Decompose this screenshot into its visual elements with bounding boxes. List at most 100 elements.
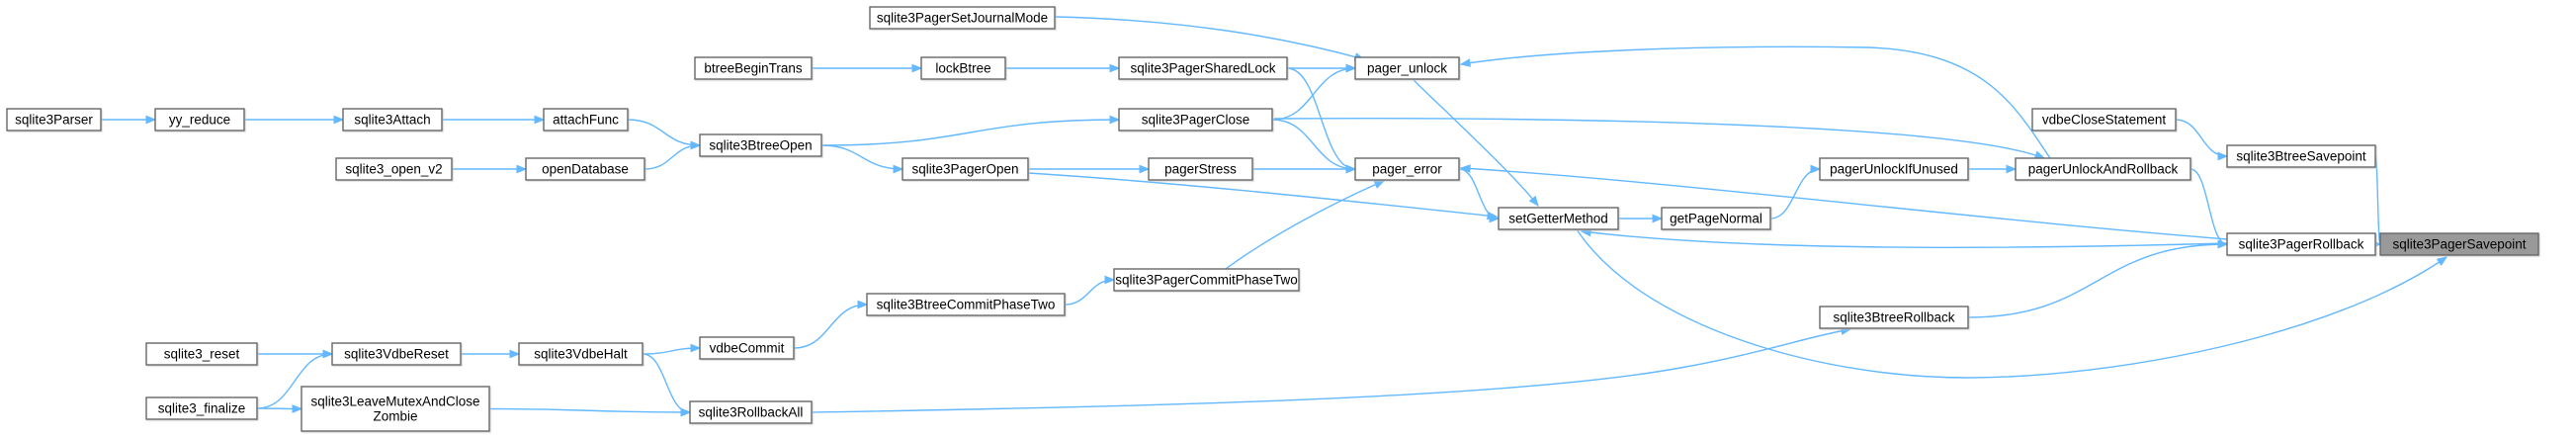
node-yy-reduce[interactable]: yy_reduce xyxy=(154,108,245,132)
node-sqlite3-btree-commit-phase-two[interactable]: sqlite3BtreeCommitPhaseTwo xyxy=(866,293,1066,316)
arrowhead-icon xyxy=(1345,63,1357,73)
node-label: sqlite3_open_v2 xyxy=(345,162,442,177)
arrowhead-icon xyxy=(2217,151,2229,161)
edge-sqlite3-pager-commit-phase-two-to-pager-error xyxy=(1225,180,1386,270)
node-pager-error[interactable]: pager_error xyxy=(1354,157,1460,181)
node-pager-unlock-and-rollback[interactable]: pagerUnlockAndRollback xyxy=(2015,157,2191,181)
node-label: sqlite3VdbeReset xyxy=(344,347,449,362)
node-label: sqlite3PagerOpen xyxy=(911,162,1018,177)
node-sqlite3-vdbe-reset[interactable]: sqlite3VdbeReset xyxy=(331,342,462,366)
node-sqlite3-pager-set-journal-mode[interactable]: sqlite3PagerSetJournalMode xyxy=(869,6,1056,30)
node-label: lockBtree xyxy=(935,61,990,76)
arrowhead-icon xyxy=(690,343,702,353)
node-label: attachFunc xyxy=(553,113,619,128)
edge-line xyxy=(256,353,333,409)
node-vdbe-commit[interactable]: vdbeCommit xyxy=(699,336,795,360)
node-box xyxy=(154,108,245,132)
node-label: sqlite3_finalize xyxy=(158,401,246,416)
arrowhead-icon xyxy=(1109,63,1121,73)
node-sqlite3-btree-open[interactable]: sqlite3BtreeOpen xyxy=(699,133,822,157)
edge-vdbe-close-statement-to-sqlite3-btree-savepoint xyxy=(2175,119,2229,161)
edge-sqlite3-pager-open-to-pager-stress xyxy=(1028,164,1151,174)
node-pager-stress[interactable]: pagerStress xyxy=(1148,157,1253,181)
node-pager-unlock[interactable]: pager_unlock xyxy=(1354,56,1460,80)
node-attach-func[interactable]: attachFunc xyxy=(543,108,629,132)
node-label: pagerStress xyxy=(1164,162,1237,177)
edge-sqlite3-pager-open-to-set-getter-method xyxy=(1027,172,1499,220)
edge-line xyxy=(1769,168,1821,220)
node-box xyxy=(1661,207,1771,230)
node-box xyxy=(1148,157,1253,181)
node-sqlite3-pager-commit-phase-two[interactable]: sqlite3PagerCommitPhaseTwo xyxy=(1113,268,1300,292)
node-sqlite3-finalize[interactable]: sqlite3_finalize xyxy=(145,396,258,420)
node-box xyxy=(1819,157,1969,181)
node-sqlite3-pager-shared-lock[interactable]: sqlite3PagerSharedLock xyxy=(1118,56,1288,80)
edge-line xyxy=(1271,67,1356,121)
arrowhead-icon xyxy=(911,63,923,73)
node-label: sqlite3Parser xyxy=(15,113,93,128)
node-set-getter-method[interactable]: setGetterMethod xyxy=(1498,207,1619,230)
arrowhead-icon xyxy=(1373,180,1386,189)
arrowhead-icon xyxy=(857,300,869,309)
node-box xyxy=(694,56,813,80)
edge-line xyxy=(793,304,868,349)
edge-open-database-to-sqlite3-btree-open xyxy=(644,140,702,170)
node-box xyxy=(699,336,795,360)
node-lock-btree[interactable]: lockBtree xyxy=(920,56,1006,80)
node-box xyxy=(699,133,822,157)
edge-pager-unlock-to-set-getter-method xyxy=(1413,79,1539,208)
edge-sqlite3-btree-open-to-sqlite3-pager-close xyxy=(820,115,1121,146)
edge-sqlite3-pager-rollback-to-pager-error xyxy=(1459,164,2228,240)
edge-yy-reduce-to-sqlite3-attach xyxy=(243,115,345,125)
arrowhead-icon xyxy=(292,404,303,413)
node-sqlite3-pager-rollback[interactable]: sqlite3PagerRollback xyxy=(2226,232,2376,256)
edge-sqlite3-btree-commit-phase-two-to-sqlite3-pager-commit-phase-two xyxy=(1064,275,1116,306)
node-sqlite3-attach[interactable]: sqlite3Attach xyxy=(342,108,443,132)
node-sqlite3-pager-open[interactable]: sqlite3PagerOpen xyxy=(902,157,1029,181)
node-sqlite3-vdbe-halt[interactable]: sqlite3VdbeHalt xyxy=(518,342,644,366)
edge-line xyxy=(1967,243,2228,318)
node-btree-begin-trans[interactable]: btreeBeginTrans xyxy=(694,56,813,80)
node-sqlite3-rollback-all[interactable]: sqlite3RollbackAll xyxy=(689,400,813,424)
node-label: sqlite3PagerSavepoint xyxy=(2392,237,2526,252)
edge-sqlite3-vdbe-halt-to-vdbe-commit xyxy=(642,343,702,355)
node-box xyxy=(543,108,629,132)
node-box xyxy=(2379,232,2539,256)
node-get-page-normal[interactable]: getPageNormal xyxy=(1661,207,1771,230)
edges-layer xyxy=(100,16,2448,417)
node-label: sqlite3BtreeRollback xyxy=(1833,310,1954,325)
node-label: sqlite3Attach xyxy=(354,113,430,128)
arrowhead-icon xyxy=(1652,214,1664,223)
node-label: sqlite3RollbackAll xyxy=(699,405,804,420)
node-sqlite3-btree-rollback[interactable]: sqlite3BtreeRollback xyxy=(1819,306,1969,329)
node-box xyxy=(2031,108,2177,132)
edge-sqlite3-pager-set-journal-mode-to-pager-unlock xyxy=(1054,16,1366,61)
edge-sqlite3-pager-shared-lock-to-pager-error xyxy=(1286,67,1357,174)
node-sqlite3-reset[interactable]: sqlite3_reset xyxy=(145,342,258,366)
node-pager-unlock-if-unused[interactable]: pagerUnlockIfUnused xyxy=(1819,157,1969,181)
node-sqlite3-parser[interactable]: sqlite3Parser xyxy=(6,108,102,132)
edge-line xyxy=(642,353,691,413)
node-sqlite3-open-v2[interactable]: sqlite3_open_v2 xyxy=(335,157,453,181)
node-sqlite3-pager-close[interactable]: sqlite3PagerClose xyxy=(1118,108,1273,132)
edge-line xyxy=(2175,119,2228,157)
edge-line xyxy=(1225,180,1385,270)
node-vdbe-close-statement[interactable]: vdbeCloseStatement xyxy=(2031,108,2177,132)
edge-vdbe-commit-to-sqlite3-btree-commit-phase-two xyxy=(793,300,869,349)
node-label: btreeBeginTrans xyxy=(704,61,803,76)
node-box xyxy=(518,342,644,366)
arrowhead-icon xyxy=(680,407,692,417)
node-box xyxy=(6,108,102,132)
edge-sqlite3-btree-open-to-sqlite3-pager-open xyxy=(820,144,904,174)
node-label: setGetterMethod xyxy=(1508,212,1608,226)
node-sqlite3-btree-savepoint[interactable]: sqlite3BtreeSavepoint xyxy=(2226,144,2376,168)
node-open-database[interactable]: openDatabase xyxy=(525,157,645,181)
node-box xyxy=(869,6,1056,30)
node-label: vdbeCloseStatement xyxy=(2042,113,2167,128)
edge-set-getter-method-to-sqlite3-pager-savepoint xyxy=(1576,228,2448,379)
node-label: sqlite3_reset xyxy=(164,347,240,362)
edge-line xyxy=(1413,79,1539,207)
edge-lock-btree-to-sqlite3-pager-shared-lock xyxy=(1005,63,1121,73)
edge-sqlite3-vdbe-halt-to-sqlite3-rollback-all xyxy=(642,353,692,417)
